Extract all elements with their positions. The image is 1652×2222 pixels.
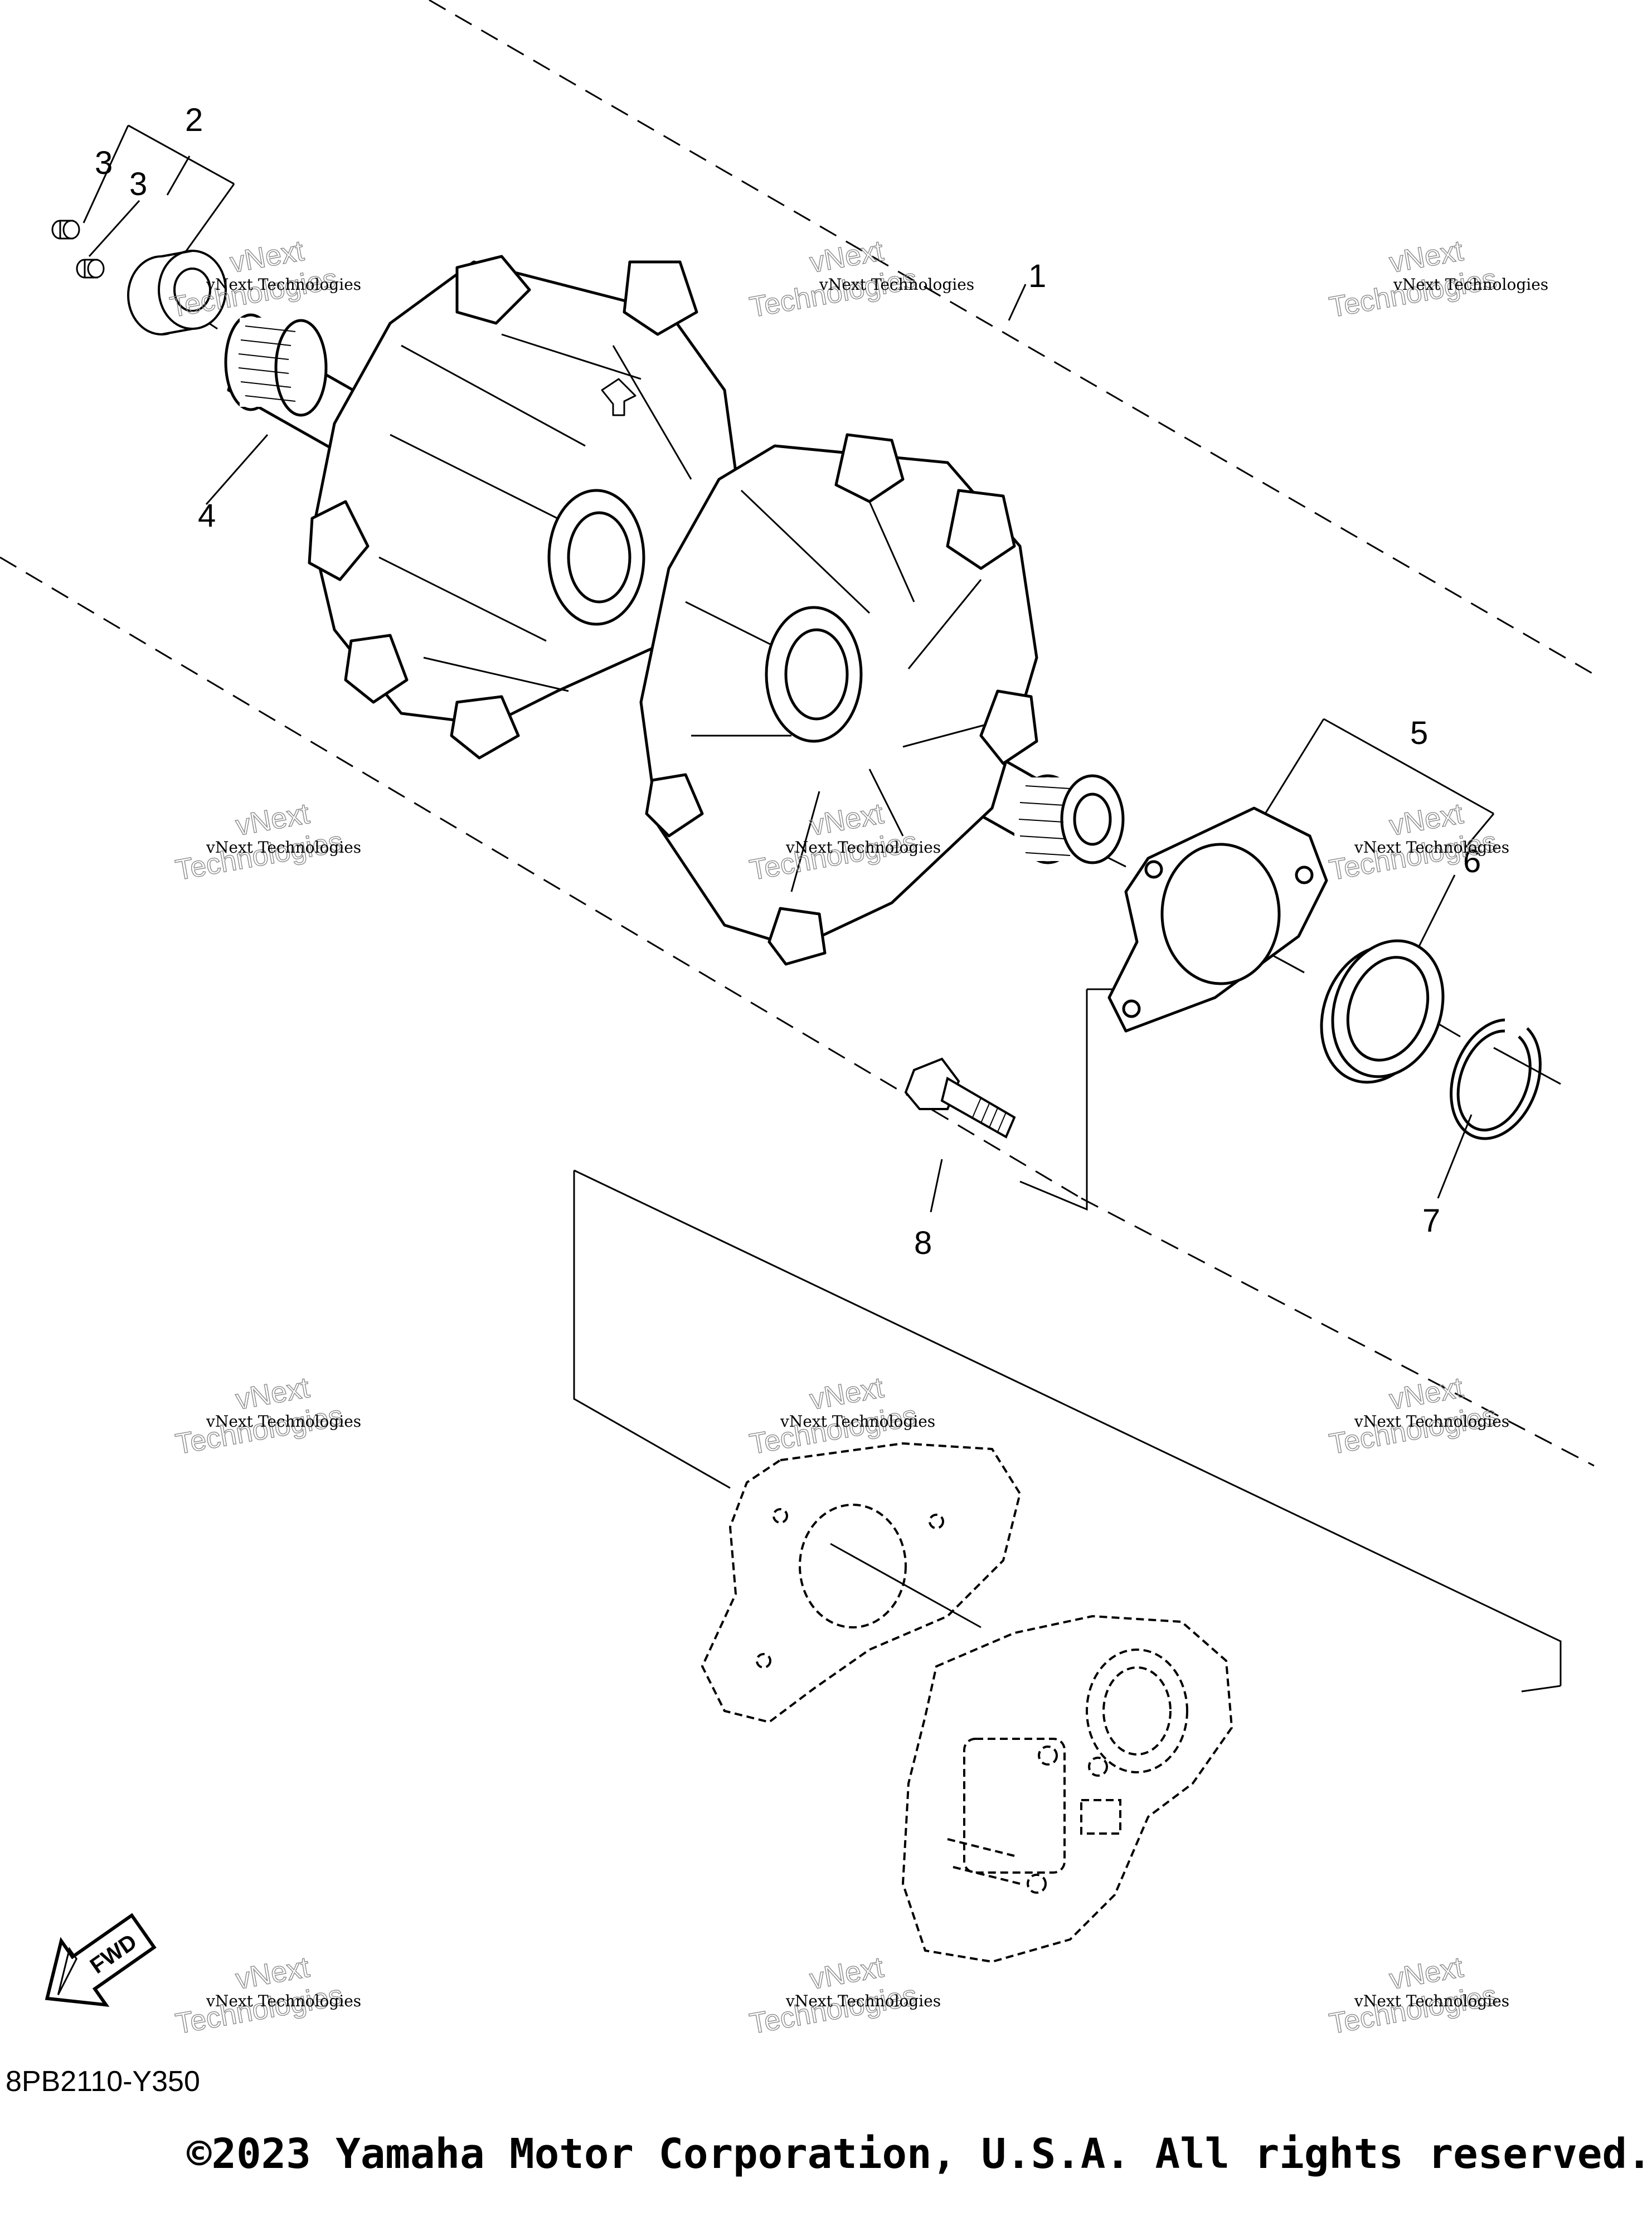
callout-2: 2: [185, 102, 203, 138]
assembly-boundary-lines: [0, 0, 1595, 1467]
callout-7: 7: [1422, 1203, 1440, 1239]
callout-3-a: 3: [95, 145, 113, 181]
svg-text:vNext Technologies: vNext Technologies: [206, 1412, 361, 1431]
watermark: Technologies vNext vNext Technologies: [1327, 1371, 1509, 1461]
callout-5: 5: [1410, 715, 1428, 751]
watermark: Technologies vNext vNext Technologies: [747, 1951, 941, 2041]
svg-text:vNext Technologies: vNext Technologies: [1393, 275, 1548, 294]
callout-3-b: 3: [129, 166, 147, 202]
callout-4: 4: [198, 498, 216, 534]
exploded-parts-diagram: 1 2 3 3 4 5 6 7 8 Technologies vNext vNe…: [0, 0, 1595, 2041]
watermark: Technologies vNext vNext Technologies: [1327, 234, 1548, 324]
svg-text:vNext Technologies: vNext Technologies: [785, 1992, 941, 2010]
reference-brake-caliper: [901, 1615, 1233, 1963]
leader-lines: [82, 124, 1562, 1693]
part-1-drive-shaft-assembly: [224, 255, 1125, 966]
fwd-arrow-icon: FWD: [45, 1913, 157, 2007]
part-5-retainer-plate: [1107, 806, 1328, 1033]
callout-8: 8: [914, 1225, 932, 1261]
svg-text:vNext Technologies: vNext Technologies: [1354, 838, 1509, 857]
part-2-bearing: [127, 250, 227, 336]
watermark: Technologies vNext vNext Technologies: [1327, 797, 1509, 887]
svg-text:vNext Technologies: vNext Technologies: [1354, 1992, 1509, 2010]
svg-text:vNext Technologies: vNext Technologies: [819, 275, 974, 294]
part-3-plug-a: [51, 220, 80, 240]
watermark: Technologies vNext vNext Technologies: [747, 234, 974, 324]
watermark: Technologies vNext vNext Technologies: [1327, 1951, 1509, 2041]
copyright-notice: ©2023 Yamaha Motor Corporation, U.S.A. A…: [187, 2130, 1652, 2178]
watermark: Technologies vNext vNext Technologies: [173, 797, 361, 887]
svg-text:vNext Technologies: vNext Technologies: [785, 838, 941, 857]
reference-brake-mount-plate: [701, 1442, 1022, 1724]
watermark: Technologies vNext vNext Technologies: [747, 1371, 935, 1461]
svg-text:vNext Technologies: vNext Technologies: [780, 1412, 935, 1431]
watermark: Technologies vNext vNext Technologies: [173, 1371, 361, 1461]
svg-text:vNext Technologies: vNext Technologies: [206, 1992, 361, 2010]
part-8-bolt: [904, 1057, 1016, 1139]
part-7-circlip: [1450, 1018, 1542, 1140]
callout-labels: 1 2 3 3 4 5 6 7 8: [95, 102, 1481, 1261]
callout-1: 1: [1028, 258, 1046, 294]
watermark: Technologies vNext vNext Technologies: [173, 1951, 361, 2041]
svg-text:vNext Technologies: vNext Technologies: [206, 838, 361, 857]
callout-6: 6: [1463, 843, 1481, 879]
diagram-code: 8PB2110-Y350: [6, 2065, 200, 2098]
svg-text:vNext Technologies: vNext Technologies: [1354, 1412, 1509, 1431]
svg-text:vNext Technologies: vNext Technologies: [206, 275, 361, 294]
part-3-plug-b: [76, 259, 105, 279]
part-6-oil-seal: [1320, 939, 1445, 1084]
